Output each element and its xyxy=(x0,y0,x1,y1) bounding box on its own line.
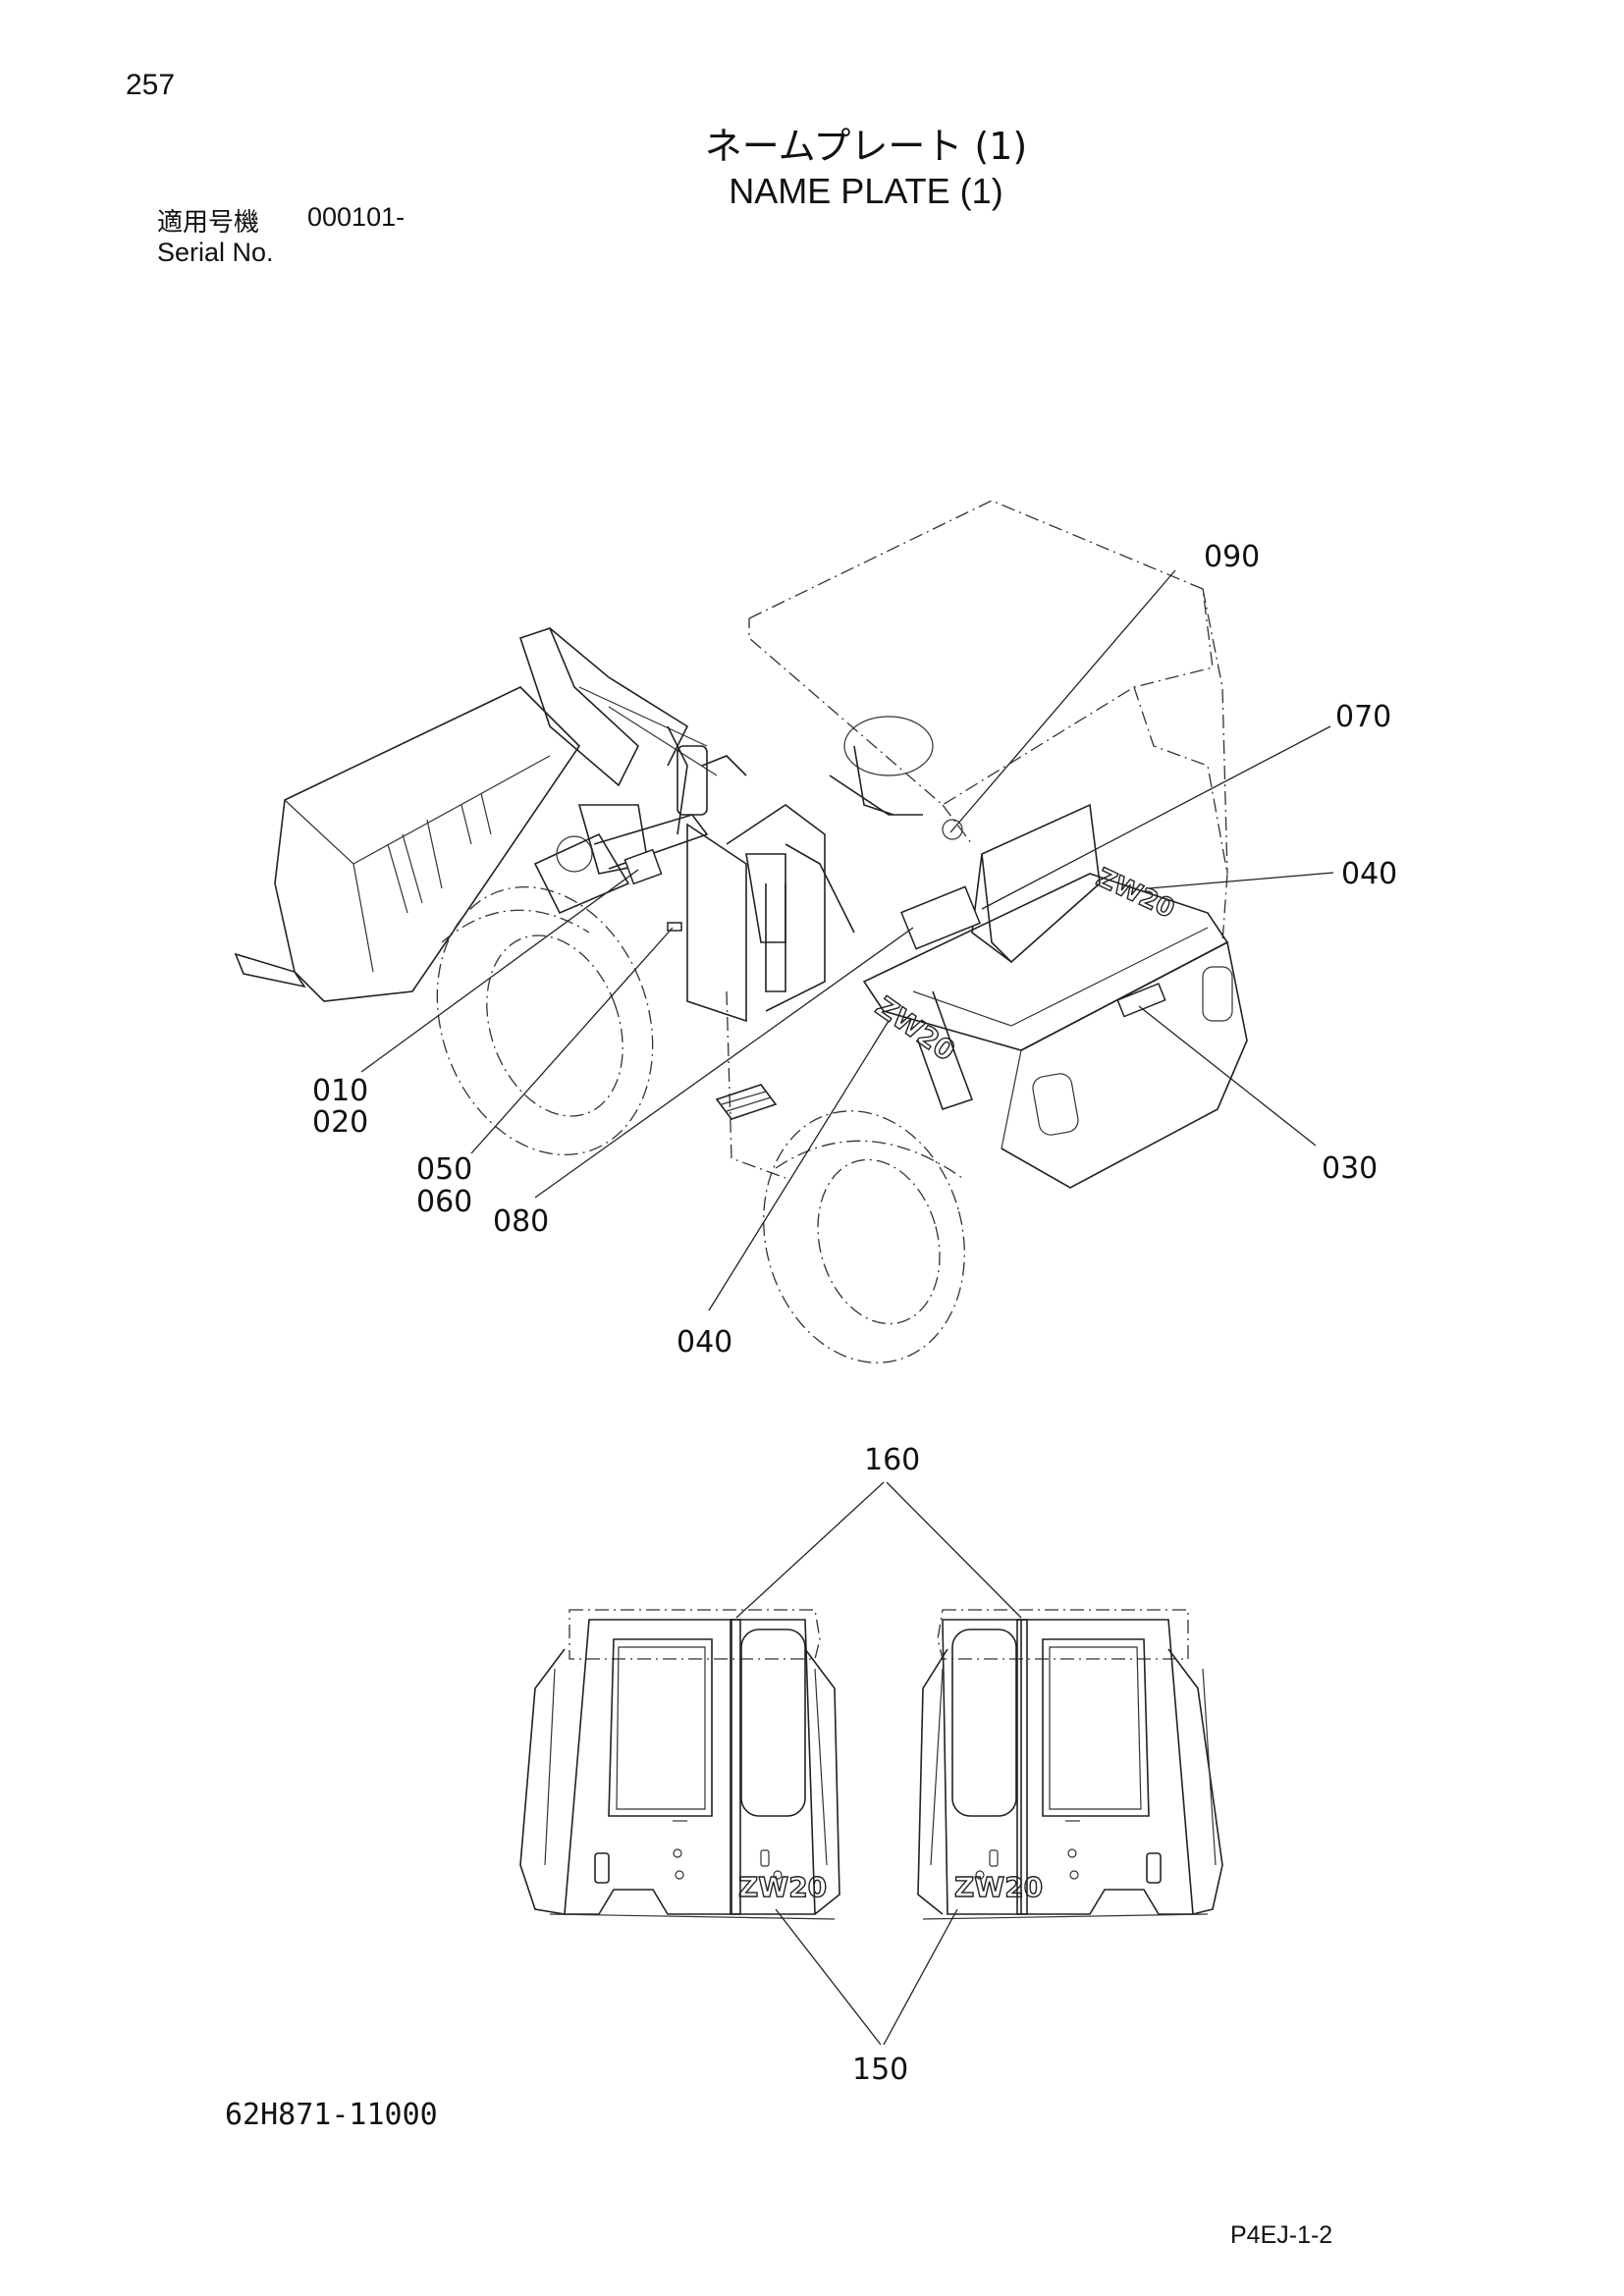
cab-decal-right: ZW20 xyxy=(954,1871,1043,1903)
page-reference: P4EJ-1-2 xyxy=(1230,2221,1333,2249)
page-title-english: NAME PLATE (1) xyxy=(729,171,1003,211)
page-number: 257 xyxy=(126,69,176,101)
cab-decal-left: ZW20 xyxy=(738,1871,827,1903)
callout-040-right: 040 xyxy=(1341,857,1397,891)
leader-lines-upper xyxy=(360,569,1334,1311)
model-decal-hood: ZW20 xyxy=(1092,863,1179,925)
callout-160: 160 xyxy=(864,1443,920,1477)
cab-left-view: ZW20 xyxy=(519,1609,840,1920)
callout-090: 090 xyxy=(1204,540,1260,574)
callout-040-bottom: 040 xyxy=(677,1325,732,1360)
serial-number-value: 000101- xyxy=(307,202,406,232)
callout-070: 070 xyxy=(1335,700,1391,734)
page-title-japanese: ネームプレート (1) xyxy=(704,125,1028,168)
drawing-code: 62H871-11000 xyxy=(225,2098,438,2132)
callout-010: 010 xyxy=(312,1074,368,1108)
callout-060: 060 xyxy=(416,1185,472,1219)
callout-150: 150 xyxy=(852,2053,908,2087)
serial-label-japanese: 適用号機 xyxy=(157,208,260,238)
callout-050: 050 xyxy=(416,1152,472,1187)
leader-lines-lower xyxy=(735,1481,1022,2046)
callout-020: 020 xyxy=(312,1105,368,1140)
wheel-loader-illustration: ZW20 ZW20 xyxy=(234,500,1248,1363)
callout-030: 030 xyxy=(1322,1151,1378,1186)
cab-right-view: ZW20 xyxy=(917,1609,1223,1920)
callout-080: 080 xyxy=(493,1204,549,1239)
serial-label-english: Serial No. xyxy=(157,238,274,267)
